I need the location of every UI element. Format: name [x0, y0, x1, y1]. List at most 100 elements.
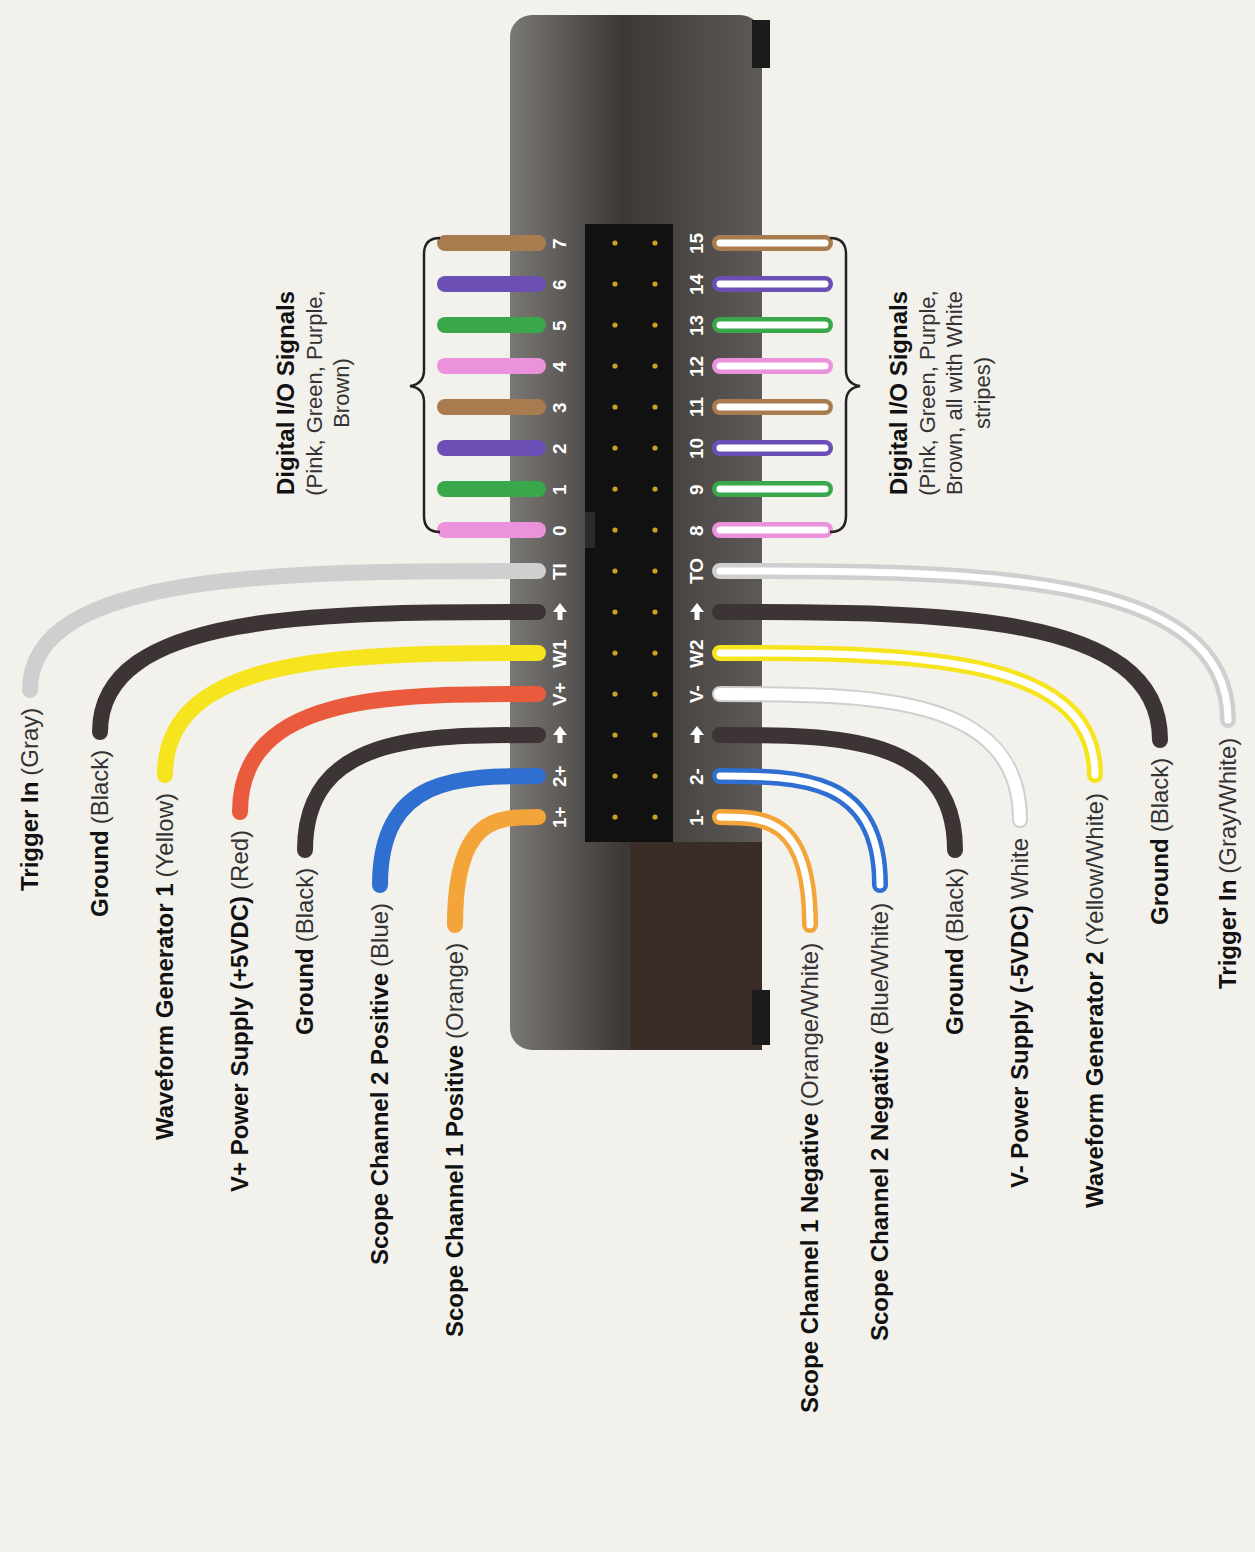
wire-label: Trigger In(Gray): [16, 708, 45, 891]
header-pin: [652, 814, 657, 819]
pin-label: 0: [549, 525, 570, 536]
pin-label: 14: [686, 273, 707, 294]
header-pin: [652, 486, 657, 491]
wire-color: (Orange/White): [796, 943, 823, 1107]
wire: [720, 284, 825, 285]
header-pin: [652, 527, 657, 532]
pin-label-holder: 2+: [550, 765, 571, 787]
ground-arrow: [690, 726, 704, 743]
pin-label: 5: [549, 320, 570, 331]
pin-label-holder: 1+: [550, 806, 571, 828]
header-pin: [652, 404, 657, 409]
signal-name: Waveform Generator 2: [1081, 951, 1108, 1208]
wire-label: Ground(Black): [941, 868, 970, 1035]
wire: [720, 325, 825, 326]
pin-label: 2-: [686, 768, 707, 785]
signal-group-heading: Digital I/O Signals(Pink, Green, Purple,…: [885, 258, 996, 528]
pin-label-holder: 3: [550, 402, 571, 413]
ground-symbols: [553, 603, 704, 743]
header-pin: [612, 814, 617, 819]
wire-insulation: [445, 440, 538, 456]
signal-name: Ground: [941, 948, 968, 1035]
header-pin: [612, 650, 617, 655]
pin-label-holder: 11: [687, 397, 708, 417]
wire: [720, 407, 825, 408]
signal-name: Scope Channel 2 Positive: [366, 973, 393, 1265]
pin-label-holder: 6: [550, 279, 571, 290]
header-pin: [612, 732, 617, 737]
pin-label: TI: [549, 563, 570, 580]
wire-color: (Black): [291, 868, 318, 943]
signal-name: Scope Channel 1 Positive: [441, 1045, 468, 1337]
wires: [30, 243, 1228, 925]
pin-label: 8: [686, 525, 707, 536]
wire-label: Scope Channel 2 Negative(Blue/White): [866, 903, 895, 1341]
header-pin: [652, 445, 657, 450]
pin-label-holder: TI: [550, 563, 571, 580]
pin-label: 1-: [686, 809, 707, 826]
wire: [445, 448, 538, 449]
header-pin: [612, 445, 617, 450]
wire-white-stripe: [720, 694, 1020, 820]
header-pin: [612, 691, 617, 696]
wire-color: (Blue): [366, 903, 393, 967]
wire-label: V+ Power Supply (+5VDC)(Red): [226, 830, 255, 1192]
pin-label-holder: 7: [550, 238, 571, 249]
wire-insulation: [720, 481, 825, 497]
wire-white-stripe: [720, 281, 825, 288]
header-pin: [612, 609, 617, 614]
pin-header: [585, 224, 673, 842]
header-pin: [612, 404, 617, 409]
wire-label: Scope Channel 1 Positive (Orange): [441, 943, 470, 1337]
wire-label: Ground (Black): [291, 868, 320, 1035]
wire-insulation: [720, 276, 825, 292]
header-key-notch: [585, 512, 595, 548]
bracket: [830, 238, 860, 532]
pin-label-holder: W1: [550, 639, 571, 668]
pin-label: 15: [686, 232, 707, 253]
pin-label: V-: [686, 685, 707, 703]
wire-insulation: [445, 481, 538, 497]
wire-color: (Blue/White): [866, 903, 893, 1035]
wire-white-stripe: [720, 404, 825, 411]
wire-label: Waveform Generator 2(Yellow/White): [1081, 793, 1110, 1208]
pin-label-holder: 5: [550, 320, 571, 331]
wire-insulation: [720, 440, 825, 456]
wire-insulation: [720, 817, 810, 925]
wire-white-stripe: [720, 363, 825, 370]
header-pin: [652, 281, 657, 286]
header-pin: [652, 240, 657, 245]
housing-tab: [752, 20, 770, 68]
wire-insulation: [455, 817, 538, 925]
group-colors: (Pink, Green, Purple, Brown, all with Wh…: [914, 258, 997, 528]
wire-color: (Orange): [441, 943, 468, 1039]
wire-insulation: [445, 522, 538, 538]
wire-white-stripe: [720, 817, 810, 925]
wire-color: (Black): [1146, 758, 1173, 833]
signal-name: Ground: [291, 948, 318, 1035]
wire: [445, 284, 538, 285]
pin-label: 12: [686, 355, 707, 376]
wire-insulation: [445, 358, 538, 374]
header-pin: [652, 609, 657, 614]
ground-arrow: [553, 603, 567, 620]
wire-color: (Gray/White): [1214, 738, 1241, 874]
pin-label-holder: 4: [550, 361, 571, 372]
pin-label: 9: [686, 484, 707, 495]
pin-label-holder: 12: [687, 355, 708, 376]
wire: [445, 489, 538, 490]
wire-label: Ground(Black): [1146, 758, 1175, 925]
wire-insulation: [720, 522, 825, 538]
pin-label-holder: 10: [687, 437, 708, 458]
wire-label: Scope Channel 1 Negative(Orange/White): [796, 943, 825, 1413]
wire: [445, 325, 538, 326]
header-pin: [652, 650, 657, 655]
pin-label: V+: [549, 682, 570, 706]
pin-label-holder: 2: [550, 443, 571, 454]
header-pin: [652, 773, 657, 778]
wire-color: (Black): [86, 750, 113, 825]
wire-insulation: [720, 317, 825, 333]
pin-label: 4: [549, 361, 570, 372]
header-pin: [612, 240, 617, 245]
wire-white-stripe: [720, 445, 825, 452]
